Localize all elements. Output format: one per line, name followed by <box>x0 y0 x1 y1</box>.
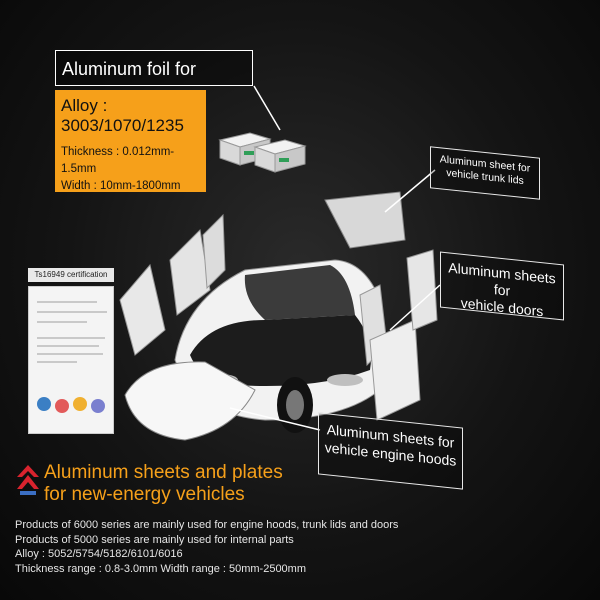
section-title: Aluminum sheets and plates for new-energ… <box>44 462 283 506</box>
car-image <box>119 191 438 441</box>
foil-width: Width : 10mm-1800mm <box>61 180 181 192</box>
section-title-line1: Aluminum sheets and plates <box>44 462 283 483</box>
hoods-pointer-line <box>229 407 321 431</box>
doors-callout: Aluminum sheets for vehicle doors <box>440 251 564 321</box>
foil-thickness: Thickness : 0.012mm-1.5mm <box>61 146 175 175</box>
desc-line-2: Products of 5000 series are mainly used … <box>15 533 294 546</box>
doors-pointer-line <box>389 284 441 331</box>
desc-line-1: Products of 6000 series are mainly used … <box>15 519 399 531</box>
certificate-image <box>28 286 114 434</box>
desc-line-3: Alloy : 5052/5754/5182/6101/6016 <box>15 548 183 560</box>
trunk-lid-callout: Aluminum sheet for vehicle trunk lids <box>430 146 540 200</box>
product-description: Products of 6000 series are mainly used … <box>15 518 398 576</box>
foil-pointer-line <box>253 85 281 131</box>
foil-title: Aluminum foil for battery cells <box>55 50 253 115</box>
desc-line-4: Thickness range : 0.8-3.0mm Width range … <box>15 562 307 575</box>
section-title-line2: for new-energy vehicles <box>44 484 245 505</box>
foil-alloy: Alloy : 3003/1070/1235 <box>61 96 184 135</box>
battery-cells-image <box>218 132 307 173</box>
brand-logo-icon <box>17 465 39 495</box>
trunk-pointer-line <box>384 169 436 213</box>
foil-spec-box: Alloy : 3003/1070/1235 Thickness : 0.012… <box>55 90 206 192</box>
certificate-label: Ts16949 certification <box>28 268 114 282</box>
